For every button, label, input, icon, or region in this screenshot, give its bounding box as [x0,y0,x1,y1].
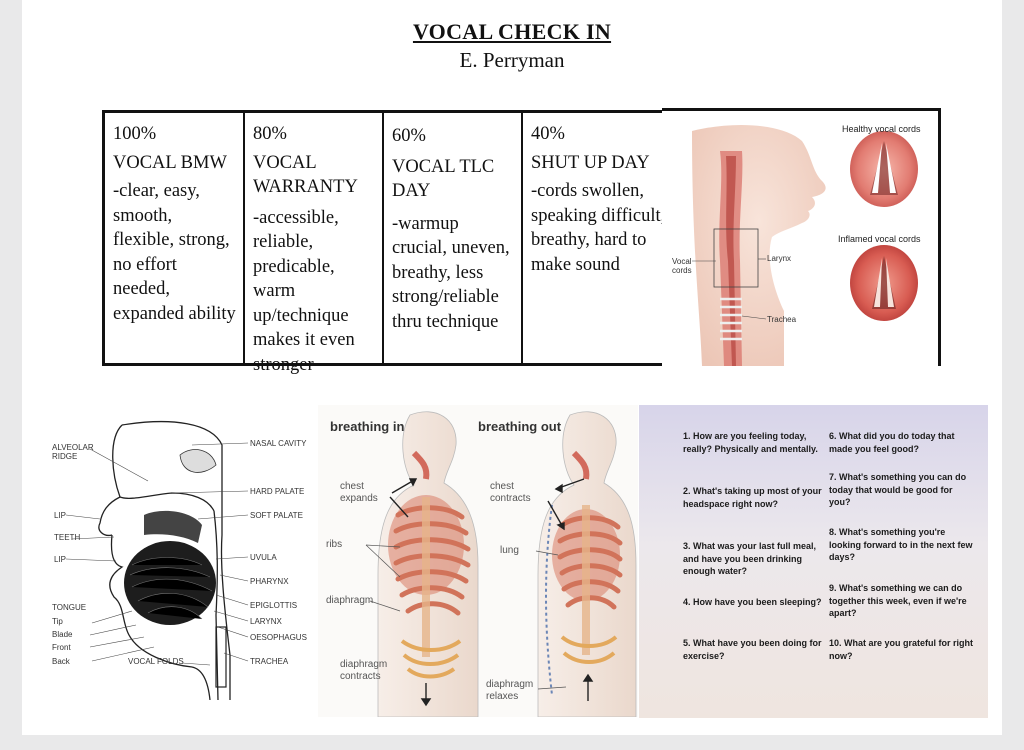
level-percent: 80% [253,124,287,144]
title-block: VOCAL CHECK IN E. Perryman [22,18,1002,74]
question-item: 9. What's something we can do together t… [829,583,967,618]
tongue-label: TONGUE [52,603,87,612]
level-percent: 40% [531,124,565,144]
check-in-questions-card: 1. How are you feeling today, really? Ph… [639,405,988,718]
breathing-illustration: breathing in breathing out chest expands… [318,405,638,717]
document-page: VOCAL CHECK IN E. Perryman 100% VOCAL BM… [22,0,1002,735]
tongue-back-label: Back [52,657,70,666]
diaphragm-contracts-label: diaphragm contracts [340,659,388,682]
level-percent: 100% [113,124,157,144]
breathing-drawing [365,411,637,717]
tongue-front-label: Front [52,643,71,652]
pharynx-label: PHARYNX [250,577,289,586]
tongue-tip-label: Tip [52,617,63,626]
question-item: 8. What's something you're looking forwa… [829,527,973,562]
teeth-label: TEETH [54,533,81,542]
throat-profile-drawing [692,125,918,366]
vocal-tract-drawing [65,420,249,700]
trachea-label: Trachea [767,315,797,324]
question-item: 4. How have you been sleeping? [683,597,822,607]
level-description: -accessible, reliable, predicable, warm … [253,207,355,375]
nasal-cavity-label: NASAL CAVITY [250,439,307,448]
larynx-label: Larynx [767,254,792,263]
vocal-levels-table: 100% VOCAL BMW -clear, easy, smooth, fle… [102,110,680,375]
soft-palate-label: SOFT PALATE [250,511,303,520]
hard-palate-label: HARD PALATE [250,487,305,496]
breathing-in-title: breathing in [330,419,405,434]
question-item: 1. How are you feeling today, really? Ph… [683,431,818,454]
question-item: 10. What are you grateful for right now? [829,638,974,661]
diaphragm-label: diaphragm [326,595,374,606]
chest-expands-label: chest expands [340,481,378,504]
question-item: 2. What's taking up most of your headspa… [683,486,822,509]
level-name: SHUT UP DAY [531,152,650,173]
question-item: 6. What did you do today that made you f… [829,431,955,454]
alveolar-ridge-label: ALVEOLAR RIDGE [52,443,94,461]
epiglottis-label: EPIGLOTTIS [250,601,298,610]
tongue-blade-label: Blade [52,630,73,639]
author-name: E. Perryman [459,48,565,72]
question-item: 3. What was your last full meal, and hav… [683,541,817,576]
chest-contracts-label: chest contracts [490,481,531,504]
oesophagus-label: OESOPHAGUS [250,633,307,642]
lung-label: lung [500,545,519,556]
image-credit: ©2021 Healthline [887,340,926,346]
page-title: VOCAL CHECK IN [412,19,612,44]
level-description: -warmup crucial, uneven, breathy, less s… [392,213,510,332]
healthy-cords-label: Healthy vocal cords [842,124,921,134]
vocal-tract-diagram: ALVEOLAR RIDGE NASAL CAVITY HARD PALATE … [52,415,322,700]
vocal-folds-label: VOCAL FOLDS [128,657,184,666]
question-item: 7. What's something you can do today tha… [829,472,967,507]
level-name: VOCAL WARRANTY [253,152,358,198]
vocal-level-40: 40% SHUT UP DAY -cords swollen, speaking… [523,113,677,363]
breathing-out-title: breathing out [478,419,562,434]
lower-lip-label: LIP [54,555,67,564]
level-name: VOCAL TLC DAY [392,156,495,202]
ribs-label: ribs [326,539,343,550]
vocal-cords-illustration: Healthy vocal cords Inflamed vocal cords… [662,108,941,366]
vocal-level-60: 60% VOCAL TLC DAY -warmup crucial, uneve… [384,113,523,363]
inflamed-cords-label: Inflamed vocal cords [838,234,921,244]
vocal-level-80: 80% VOCAL WARRANTY -accessible, reliable… [245,113,384,375]
question-item: 5. What have you been doing for exercise… [683,638,822,661]
upper-lip-label: LIP [54,511,67,520]
diaphragm-relaxes-label: diaphragm relaxes [486,679,534,702]
level-name: VOCAL BMW [113,152,227,173]
larynx-label: LARYNX [250,617,282,626]
level-description: -cords swollen, speaking difficult, brea… [531,181,666,275]
trachea-label: TRACHEA [250,657,289,666]
level-percent: 60% [392,126,426,146]
level-description: -clear, easy, smooth, flexible, strong, … [113,181,236,324]
vocal-cords-label: Vocal cords [672,257,692,275]
vocal-level-100: 100% VOCAL BMW -clear, easy, smooth, fle… [105,113,245,363]
uvula-label: UVULA [250,553,277,562]
